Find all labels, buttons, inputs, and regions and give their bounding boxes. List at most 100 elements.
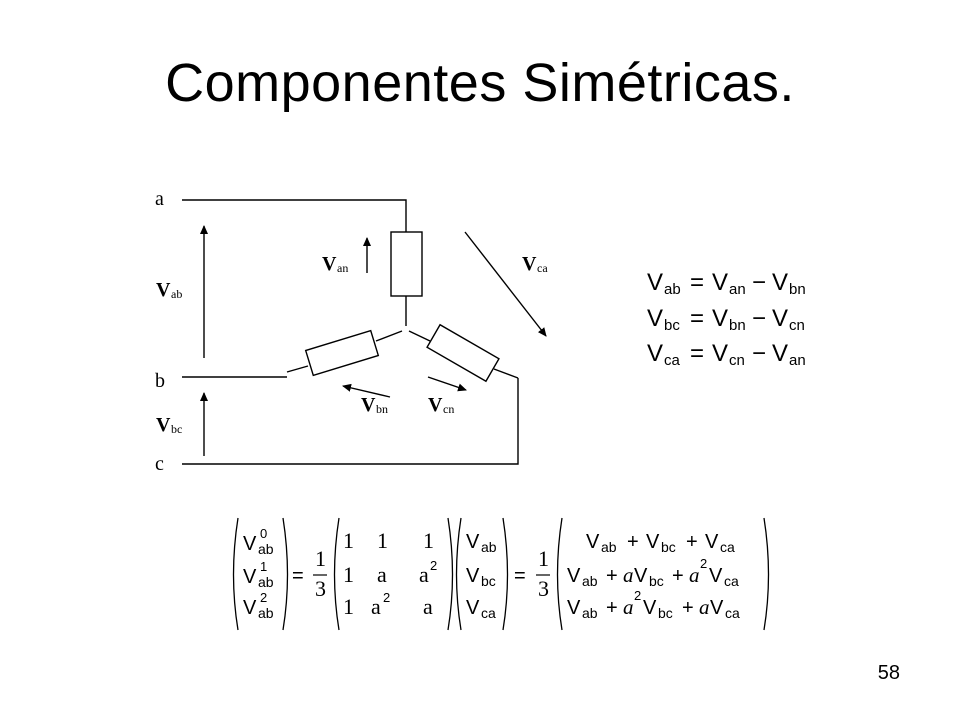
svg-text:V: V [243, 566, 257, 588]
svg-text:V: V [322, 253, 337, 275]
node-a-label: a [155, 188, 164, 210]
wire-b-to-impedance [286, 365, 309, 373]
svg-text:bn: bn [789, 281, 806, 298]
symmetrical-components-matrix-equation: V ab 0 V ab 1 V ab 2 = 1 3 1 1 1 1 a a [232, 517, 770, 631]
svg-text:cn: cn [729, 352, 745, 369]
svg-text:ab: ab [258, 541, 274, 557]
svg-text:2: 2 [260, 590, 267, 605]
transform-matrix: 1 1 1 1 a a 2 1 a 2 a [343, 528, 437, 619]
svg-text:bc: bc [481, 573, 496, 589]
svg-text:V: V [643, 597, 657, 619]
svg-text:1: 1 [260, 559, 267, 574]
line-voltage-equations: V ab = V an − V bn V bc = V bn − V cn V … [647, 269, 806, 369]
svg-text:1: 1 [377, 528, 388, 553]
equation-vab: V ab = V an − V bn [647, 269, 806, 298]
svg-text:+: + [606, 597, 618, 619]
svg-text:bn: bn [729, 317, 746, 334]
svg-text:a: a [419, 562, 429, 587]
label-vbc: V bc [156, 414, 182, 436]
svg-text:a: a [689, 563, 700, 587]
wire-c [182, 378, 519, 465]
impedance-c [426, 323, 500, 383]
svg-text:V: V [712, 269, 728, 296]
svg-text:V: V [243, 597, 257, 619]
svg-text:V: V [567, 597, 581, 619]
svg-text:V: V [772, 340, 788, 367]
svg-text:a: a [623, 595, 634, 619]
svg-text:bc: bc [649, 573, 664, 589]
circuit-diagram [182, 199, 519, 465]
svg-text:ab: ab [171, 287, 182, 301]
equation-vbc: V bc = V bn − V cn [647, 305, 805, 334]
svg-text:V: V [567, 565, 581, 587]
wire-c-to-impedance [493, 368, 519, 379]
svg-text:V: V [712, 305, 728, 332]
matrix-equals-1: = [292, 565, 304, 587]
svg-text:1: 1 [343, 562, 354, 587]
svg-text:V: V [466, 597, 480, 619]
svg-text:=: = [690, 305, 704, 332]
svg-text:=: = [690, 340, 704, 367]
svg-text:V: V [709, 565, 723, 587]
svg-text:V: V [647, 305, 663, 332]
fraction-one-third-2: 1 3 [536, 546, 550, 601]
svg-text:V: V [647, 269, 663, 296]
svg-text:1: 1 [343, 594, 354, 619]
svg-text:V: V [466, 565, 480, 587]
svg-text:ab: ab [258, 574, 274, 590]
svg-text:V: V [428, 394, 443, 416]
paren-transform-matrix [333, 517, 454, 631]
svg-text:V: V [705, 531, 719, 553]
svg-text:V: V [772, 305, 788, 332]
svg-text:V: V [634, 565, 648, 587]
arrow-vbn [342, 383, 391, 398]
arrow-vca [464, 231, 547, 337]
equation-vca: V ca = V cn − V an [647, 340, 806, 369]
svg-text:V: V [712, 340, 728, 367]
svg-text:ab: ab [481, 539, 497, 555]
matrix-equals-2: = [514, 565, 526, 587]
svg-text:ca: ca [537, 261, 548, 275]
svg-text:a: a [623, 563, 634, 587]
label-van: V an [322, 253, 348, 275]
svg-text:+: + [686, 531, 698, 553]
result-vector: V ab + V bc + V ca V ab + a V bc + a 2 V… [567, 531, 740, 621]
svg-text:3: 3 [315, 576, 326, 601]
page-title: Componentes Simétricas. [165, 53, 795, 113]
svg-text:−: − [752, 340, 766, 367]
label-vbn: V bn [361, 394, 388, 416]
svg-text:a: a [371, 594, 381, 619]
svg-text:an: an [789, 352, 806, 369]
svg-text:ca: ca [664, 352, 681, 369]
svg-text:a: a [377, 562, 387, 587]
vector-v-components: V ab 0 V ab 1 V ab 2 [243, 526, 274, 621]
svg-text:V: V [646, 531, 660, 553]
svg-text:2: 2 [383, 590, 390, 605]
svg-text:cn: cn [789, 317, 805, 334]
svg-text:3: 3 [538, 576, 549, 601]
svg-text:a: a [699, 595, 710, 619]
svg-text:ab: ab [258, 605, 274, 621]
svg-text:V: V [243, 533, 257, 555]
svg-text:ca: ca [481, 605, 496, 621]
svg-text:1: 1 [538, 546, 549, 571]
svg-text:0: 0 [260, 526, 267, 541]
svg-text:bc: bc [661, 539, 676, 555]
svg-text:V: V [156, 414, 171, 436]
svg-text:+: + [682, 597, 694, 619]
svg-text:V: V [466, 531, 480, 553]
label-vcn: V cn [428, 394, 454, 416]
svg-text:ab: ab [664, 281, 681, 298]
paren-left-vector [232, 517, 289, 631]
svg-text:V: V [522, 253, 537, 275]
svg-text:ab: ab [582, 573, 598, 589]
label-vab: V ab [156, 279, 182, 301]
svg-text:+: + [627, 531, 639, 553]
svg-text:ca: ca [720, 539, 735, 555]
svg-text:1: 1 [315, 546, 326, 571]
svg-text:V: V [586, 531, 600, 553]
node-b-label: b [155, 370, 165, 392]
svg-text:−: − [752, 269, 766, 296]
wire-b-to-neutral [375, 330, 403, 342]
